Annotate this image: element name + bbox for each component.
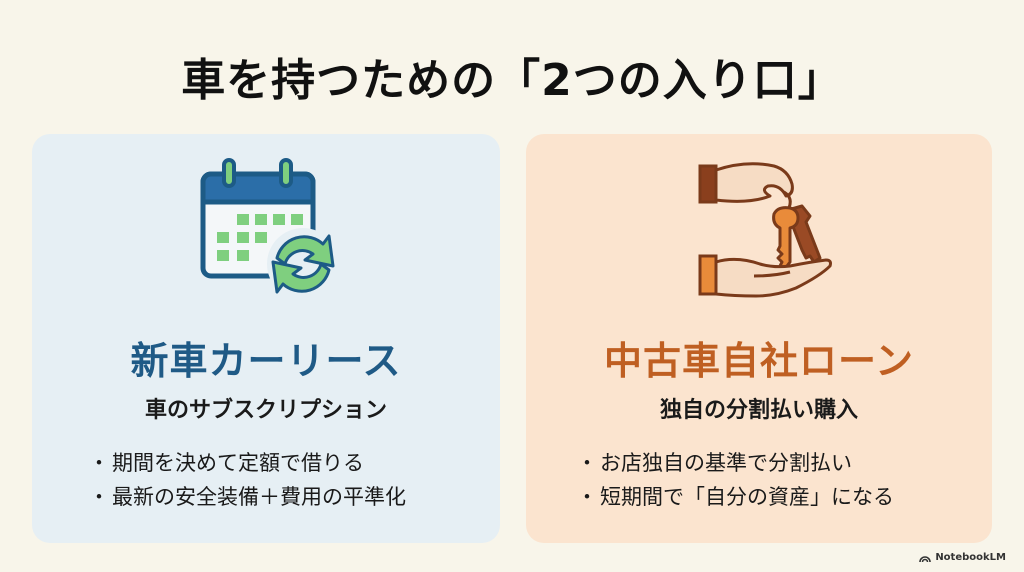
card-title: 中古車自社ローン xyxy=(603,339,915,383)
bullet-item: ・短期間で「自分の資産」になる xyxy=(576,485,895,509)
brand-watermark: NotebookLM xyxy=(919,552,1006,563)
card-used-car-loan: 中古車自社ローン 独自の分割払い購入 ・お店独自の基準で分割払い ・短期間で「自… xyxy=(526,134,992,543)
card-new-car-lease: 新車カーリース 車のサブスクリプション ・期間を決めて定額で借りる ・最新の安全… xyxy=(32,134,500,543)
card-subtitle: 独自の分割払い購入 xyxy=(659,398,858,423)
bullet-item: ・期間を決めて定額で借りる xyxy=(88,451,365,475)
card-subtitle: 車のサブスクリプション xyxy=(144,398,387,423)
notebooklm-logo-icon xyxy=(919,555,932,562)
calendar-refresh-icon xyxy=(191,152,341,302)
bullet-list: ・期間を決めて定額で借りる ・最新の安全装備＋費用の平準化 xyxy=(88,446,407,514)
bullet-item: ・お店独自の基準で分割払い xyxy=(576,451,853,475)
hands-keys-icon xyxy=(684,152,834,302)
card-title: 新車カーリース xyxy=(130,339,402,383)
brand-label: NotebookLM xyxy=(935,552,1006,563)
bullet-list: ・お店独自の基準で分割払い ・短期間で「自分の資産」になる xyxy=(576,446,895,514)
page-title: 車を持つための「2つの入り口」 xyxy=(181,55,843,106)
bullet-item: ・最新の安全装備＋費用の平準化 xyxy=(88,485,407,509)
